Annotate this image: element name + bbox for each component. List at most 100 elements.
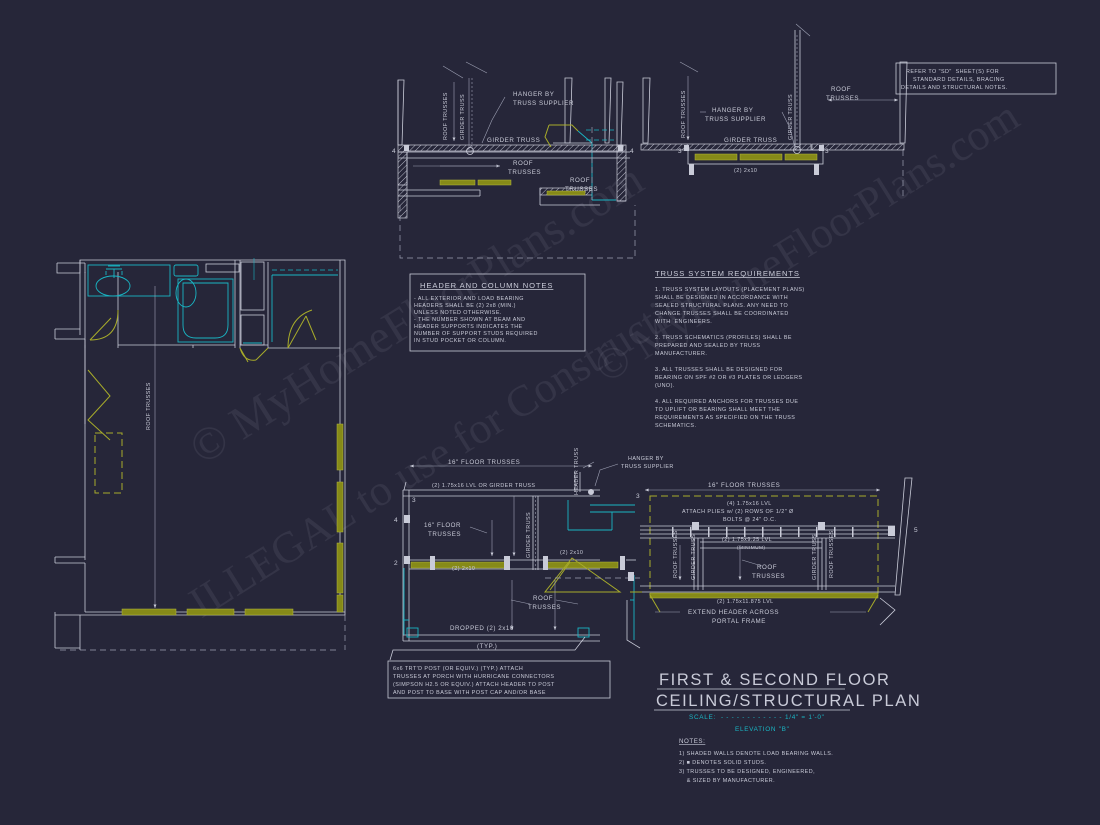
- hcn-line-0: - ALL EXTERIOR AND LOAD BEARING: [414, 296, 524, 302]
- label-roof-ll-1: ROOF: [533, 595, 553, 602]
- truss-req-p3-l2: REQUIREMENTS AS SPECIFIED ON THE TRUSS: [655, 415, 795, 421]
- label-hanger-by-d1: HANGER BY: [513, 91, 554, 98]
- truss-req-p0-l3: CHANGE TRUSSES SHALL BE COORDINATED: [655, 311, 789, 317]
- label-roof-d1-a: ROOF: [513, 160, 533, 167]
- porch-note-l0: 6x6 TRT'D POST (OR EQUIV.) (TYP.) ATTACH: [393, 666, 523, 672]
- truss-system-requirements: TRUSS SYSTEM REQUIREMENTS 1. TRUSS SYSTE…: [655, 269, 805, 429]
- dim-floor-trusses-lr: 16" FLOOR TRUSSES: [708, 482, 780, 489]
- truss-req-p3-l1: TO UPLIFT OR BEARING SHALL MEET THE: [655, 407, 780, 413]
- notes-block: NOTES: 1) SHADED WALLS DENOTE LOAD BEARI…: [679, 738, 833, 784]
- stud-mark-left-detail1: 4: [392, 148, 396, 155]
- label-hanger-by-d2: HANGER BY: [712, 107, 753, 114]
- label-roof-trusses-vert-lr-l: ROOF TRUSSES: [673, 530, 679, 578]
- mark-5-lr: 5: [914, 527, 918, 534]
- note-item-1: 2) ■ DENOTES SOLID STUDS.: [679, 760, 766, 766]
- truss-req-heading: TRUSS SYSTEM REQUIREMENTS: [655, 269, 800, 278]
- label-girder-truss-vert-lr-l: GIRDER TRUSS: [691, 534, 697, 580]
- label-hanger-ll-2: TRUSS SUPPLIER: [621, 464, 674, 470]
- porch-note-l2: (SIMPSON H2.5 OR EQUIV.) ATTACH HEADER T…: [393, 682, 555, 688]
- porch-note-l3: AND POST TO BASE WITH POST CAP AND/OR BA…: [393, 690, 546, 696]
- lvl-4ply-1: (4) 1.75x16 LVL: [727, 501, 772, 507]
- extend-header-2: PORTAL FRAME: [712, 618, 766, 625]
- label-16in-floor-ll-2: TRUSSES: [428, 531, 461, 538]
- label-girder-truss-vert-lr-r: GIRDER TRUSS: [812, 534, 818, 580]
- note-item-2: 3) TRUSSES TO BE DESIGNED, ENGINEERED,: [679, 769, 815, 775]
- title-line-1: FIRST & SECOND FLOOR: [659, 671, 891, 689]
- refer-note-box: REFER TO "SD" SHEET(S) FOR STANDARD DETA…: [895, 62, 1057, 95]
- title-block: FIRST & SECOND FLOOR CEILING/STRUCTURAL …: [654, 671, 921, 733]
- hcn-line-6: IN STUD POCKET OR COLUMN.: [414, 338, 506, 344]
- truss-req-p1-l0: 2. TRUSS SCHEMATICS (PROFILES) SHALL BE: [655, 335, 792, 341]
- lvl-4ply-3: BOLTS @ 24" O.C.: [723, 517, 776, 523]
- truss-req-p1-l1: PREPARED AND SEALED BY TRUSS: [655, 343, 760, 349]
- label-roof-trusses-vert-lr-r: ROOF TRUSSES: [829, 530, 835, 578]
- hcn-line-4: HEADER SUPPORTS INDICATES THE: [414, 324, 523, 330]
- label-truss-supplier-d1: TRUSS SUPPLIER: [513, 100, 574, 107]
- scale-label: SCALE:: [689, 714, 716, 721]
- title-line-2: CEILING/STRUCTURAL PLAN: [656, 692, 921, 710]
- plan-lower-left: 16" FLOOR TRUSSES (2) 1.75x16 LVL OR GIR…: [389, 447, 674, 661]
- label-typ-ll: (TYP.): [477, 643, 497, 650]
- label-girder-truss-vert-ll: GIRDER TRUSS: [526, 512, 532, 558]
- lvl-girder-ll: (2) 1.75x16 LVL OR GIRDER TRUSS: [432, 483, 535, 489]
- hcn-line-5: NUMBER OF SUPPORT STUDS REQUIRED: [414, 331, 538, 337]
- floor-plan-left: ROOF TRUSSES: [54, 258, 346, 651]
- label-header-truss-vert-ll: HEADER TRUSS: [574, 447, 580, 495]
- mark-3-ll: 3: [412, 497, 416, 504]
- truss-req-p3-l3: SCHEMATICS.: [655, 423, 696, 429]
- lvl-min-2: (MINIMUM): [737, 545, 765, 551]
- scale-value: 1/4" = 1'-0": [785, 714, 825, 721]
- truss-req-p1-l2: MANUFACTURER.: [655, 351, 707, 357]
- label-roof-d2: ROOF: [831, 86, 851, 93]
- truss-req-p2-l0: 3. ALL TRUSSES SHALL BE DESIGNED FOR: [655, 367, 783, 373]
- detail-top-right: ROOF TRUSSES GIRDER TRUSS HANGER BY TRUS…: [640, 23, 908, 200]
- refer-note-line1: REFER TO "SD" SHEET(S) FOR: [906, 69, 999, 75]
- label-truss-supplier-d2: TRUSS SUPPLIER: [705, 116, 766, 123]
- label-girder-truss-d2: GIRDER TRUSS: [724, 137, 777, 144]
- mark-4-ll: 4: [394, 517, 398, 524]
- label-hanger-ll-1: HANGER BY: [628, 456, 664, 462]
- mark-3-lr: 3: [636, 493, 640, 500]
- refer-note-line3: DETAILS AND STRUCTURAL NOTES.: [901, 85, 1008, 91]
- label-trusses-d1-b: TRUSSES: [565, 186, 598, 193]
- hcn-line-2: UNLESS NOTED OTHERWISE.: [414, 310, 502, 316]
- label-roof-trusses-left-plan: ROOF TRUSSES: [146, 382, 152, 430]
- header-column-notes-heading: HEADER AND COLUMN NOTES: [420, 281, 553, 290]
- dim-floor-trusses-ll: 16" FLOOR TRUSSES: [448, 459, 520, 466]
- mark-2-ll: 2: [394, 560, 398, 567]
- note-item-0: 1) SHADED WALLS DENOTE LOAD BEARING WALL…: [679, 751, 833, 757]
- label-roof-lr-2: TRUSSES: [752, 573, 785, 580]
- truss-req-p0-l2: SEALED STRUCTURAL PLANS. ANY NEED TO: [655, 303, 788, 309]
- label-girder-truss-vert-d1: GIRDER TRUSS: [460, 94, 466, 140]
- truss-req-p3-l0: 4. ALL REQUIRED ANCHORS FOR TRUSSES DUE: [655, 399, 798, 405]
- label-trusses-d1-a: TRUSSES: [508, 169, 541, 176]
- label-16in-floor-ll-1: 16" FLOOR: [424, 522, 461, 529]
- truss-req-p0-l1: SHALL BE DESIGNED IN ACCORDANCE WITH: [655, 295, 788, 301]
- label-trusses-d2: TRUSSES: [826, 95, 859, 102]
- label-dropped-ll: DROPPED (2) 2x10: [450, 625, 514, 632]
- stud-mark-left-detail2: 3: [678, 148, 682, 155]
- label-girder-truss-d1: GIRDER TRUSS: [487, 137, 540, 144]
- truss-req-p2-l2: (UNO).: [655, 383, 675, 389]
- header-column-notes-box: HEADER AND COLUMN NOTES - ALL EXTERIOR A…: [409, 273, 586, 352]
- hcn-line-3: - THE NUMBER SHOWN AT BEAM AND: [414, 317, 525, 323]
- stud-mark-right-detail1: 4: [630, 148, 634, 155]
- lvl-bottom: (2) 1.75x11.875 LVL: [717, 599, 774, 605]
- hcn-line-1: HEADERS SHALL BE (2) 2x8 (MIN.): [414, 303, 516, 309]
- lvl-4ply-2: ATTACH PLIES w/ (2) ROWS OF 1/2" Ø: [682, 509, 794, 515]
- label-beam-2x10-d2: (2) 2x10: [734, 168, 757, 174]
- stud-mark-right-detail2: 3: [825, 148, 829, 155]
- label-girder-truss-vert-d2: GIRDER TRUSS: [788, 94, 794, 140]
- label-2x10-ll: (2) 2x10: [452, 566, 475, 572]
- label-roof-d1-b: ROOF: [570, 177, 590, 184]
- truss-req-p0-l0: 1. TRUSS SYSTEM LAYOUTS (PLACEMENT PLANS…: [655, 287, 805, 293]
- plan-lower-right: 16" FLOOR TRUSSES (4) 1.75x16 LVL ATTACH…: [626, 477, 918, 649]
- label-roof-ll-2: TRUSSES: [528, 604, 561, 611]
- label-2x10-ll-b: (2) 2x10: [560, 550, 583, 556]
- lvl-min-1: (2) 1.75x9.25 LVL: [722, 537, 772, 543]
- label-roof-lr-1: ROOF: [757, 564, 777, 571]
- porch-post-note-box: 6x6 TRT'D POST (OR EQUIV.) (TYP.) ATTACH…: [387, 660, 611, 699]
- detail-top-left: 4 4 ROOF TRUSSES GIRDER TRUSS HANGER BY …: [392, 61, 636, 259]
